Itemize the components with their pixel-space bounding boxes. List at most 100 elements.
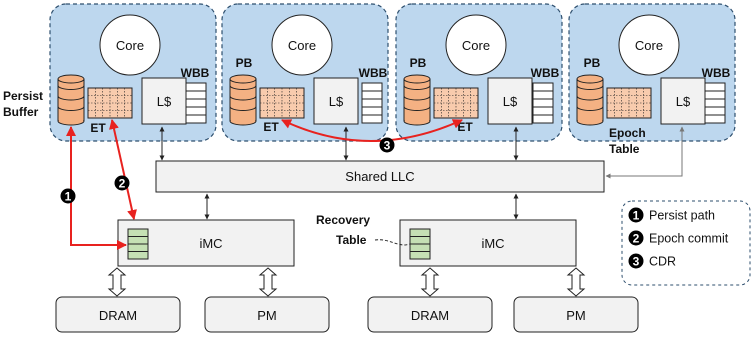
tile4-llc-link	[605, 126, 685, 179]
marker-2: 2	[114, 175, 130, 191]
marker-number: 2	[633, 232, 640, 246]
epoch-table-label-line1: Epoch	[609, 126, 646, 140]
dram-link-arrow	[107, 267, 127, 297]
write-back-buffer	[532, 82, 554, 124]
persist-buffer-top	[57, 74, 85, 84]
recovery-table-label-line1: Recovery	[316, 213, 370, 227]
persist-buffer-top	[229, 74, 257, 84]
l1-cache-label: L$	[503, 94, 518, 109]
persist-buffer-ring	[57, 85, 85, 90]
dram-left-label: DRAM	[99, 308, 137, 323]
imc-left-label: iMC	[199, 236, 222, 251]
pm-link-arrow	[566, 267, 586, 297]
legend-item-label: Persist path	[649, 209, 715, 223]
dram-link-arrow	[420, 267, 440, 297]
core-label: Core	[635, 38, 663, 53]
marker-circle	[628, 207, 644, 223]
write-back-buffer	[704, 82, 726, 124]
persist-buffer-ring	[229, 85, 257, 90]
pb-label: PB	[236, 56, 253, 70]
write-back-buffer	[185, 82, 207, 124]
core-tiles: CoreL$WBBCoreL$WBBPBETCoreL$WBBPBETCoreL…	[3, 3, 736, 156]
shared-llc	[155, 160, 605, 193]
write-back-buffer	[361, 82, 383, 124]
marker-circle	[60, 188, 76, 204]
wbb-label: WBB	[702, 66, 731, 80]
core-label: Core	[288, 38, 316, 53]
imc-right-label: iMC	[481, 236, 504, 251]
marker-number: 1	[65, 190, 72, 204]
dram-right	[367, 296, 493, 333]
pm-right	[513, 296, 639, 333]
pb-label: PB	[410, 56, 427, 70]
l1-cache	[487, 77, 533, 125]
l1-cache-label: L$	[329, 94, 344, 109]
et-label: ET	[90, 121, 106, 135]
persist-buffer-label-line2: Buffer	[3, 105, 39, 119]
persist-buffer-ring	[576, 106, 604, 111]
marker-circle	[379, 137, 395, 153]
persist-buffer-ring	[576, 95, 604, 101]
l1-cache-label: L$	[157, 94, 172, 109]
l1-cache-label: L$	[676, 94, 691, 109]
persist-buffer-ring	[576, 85, 604, 90]
persist-buffer-top	[576, 74, 604, 84]
cdr-arrow	[281, 119, 463, 142]
persist-path-arrow	[66, 126, 127, 250]
marker-3: 3	[628, 253, 644, 269]
l1-cache	[660, 77, 706, 125]
persist-buffer-ring	[403, 85, 431, 90]
persist-buffer-ring	[403, 95, 431, 101]
core	[271, 14, 333, 76]
persist-buffer-ring	[229, 95, 257, 101]
persist-buffer-ring	[229, 106, 257, 111]
dram-right-label: DRAM	[411, 308, 449, 323]
pb-label: PB	[584, 56, 601, 70]
l1-cache	[313, 77, 359, 125]
core-label: Core	[462, 38, 490, 53]
core	[445, 14, 507, 76]
recovery-table-connector	[374, 239, 411, 246]
marker-2: 2	[628, 230, 644, 246]
interconnect-arrows: 1 2 3	[60, 119, 685, 250]
marker-number: 3	[384, 139, 391, 153]
core	[99, 14, 161, 76]
persist-buffer-ring	[57, 95, 85, 101]
legend-item-label: CDR	[649, 255, 676, 269]
wbb-label: WBB	[181, 66, 210, 80]
marker-circle	[628, 253, 644, 269]
marker-circle	[628, 230, 644, 246]
marker-number: 2	[119, 177, 126, 191]
persist-buffer-label-line1: Persist	[3, 89, 43, 103]
pm-right-label: PM	[566, 308, 586, 323]
persist-buffer-ring	[403, 106, 431, 111]
pm-left-label: PM	[257, 308, 277, 323]
pm-left	[204, 296, 330, 333]
shared-llc-label: Shared LLC	[345, 169, 414, 184]
marker-number: 1	[633, 209, 640, 223]
marker-number: 3	[633, 255, 640, 269]
marker-1: 1	[60, 188, 76, 204]
epoch-table-label-line2: Table	[609, 142, 640, 156]
epoch-commit-arrow	[109, 119, 137, 220]
l1-cache	[141, 77, 187, 125]
core	[618, 14, 680, 76]
legend-item-label: Epoch commit	[649, 232, 729, 246]
persist-buffer-top	[403, 74, 431, 84]
pm-link-arrow	[258, 267, 278, 297]
recovery-table-label-line2: Table	[336, 233, 367, 247]
marker-1: 1	[628, 207, 644, 223]
wbb-label: WBB	[531, 66, 560, 80]
wbb-label: WBB	[359, 66, 388, 80]
dram-left	[55, 296, 181, 333]
marker-circle	[114, 175, 130, 191]
marker-3: 3	[379, 137, 395, 153]
et-label: ET	[263, 120, 279, 134]
core-label: Core	[116, 38, 144, 53]
